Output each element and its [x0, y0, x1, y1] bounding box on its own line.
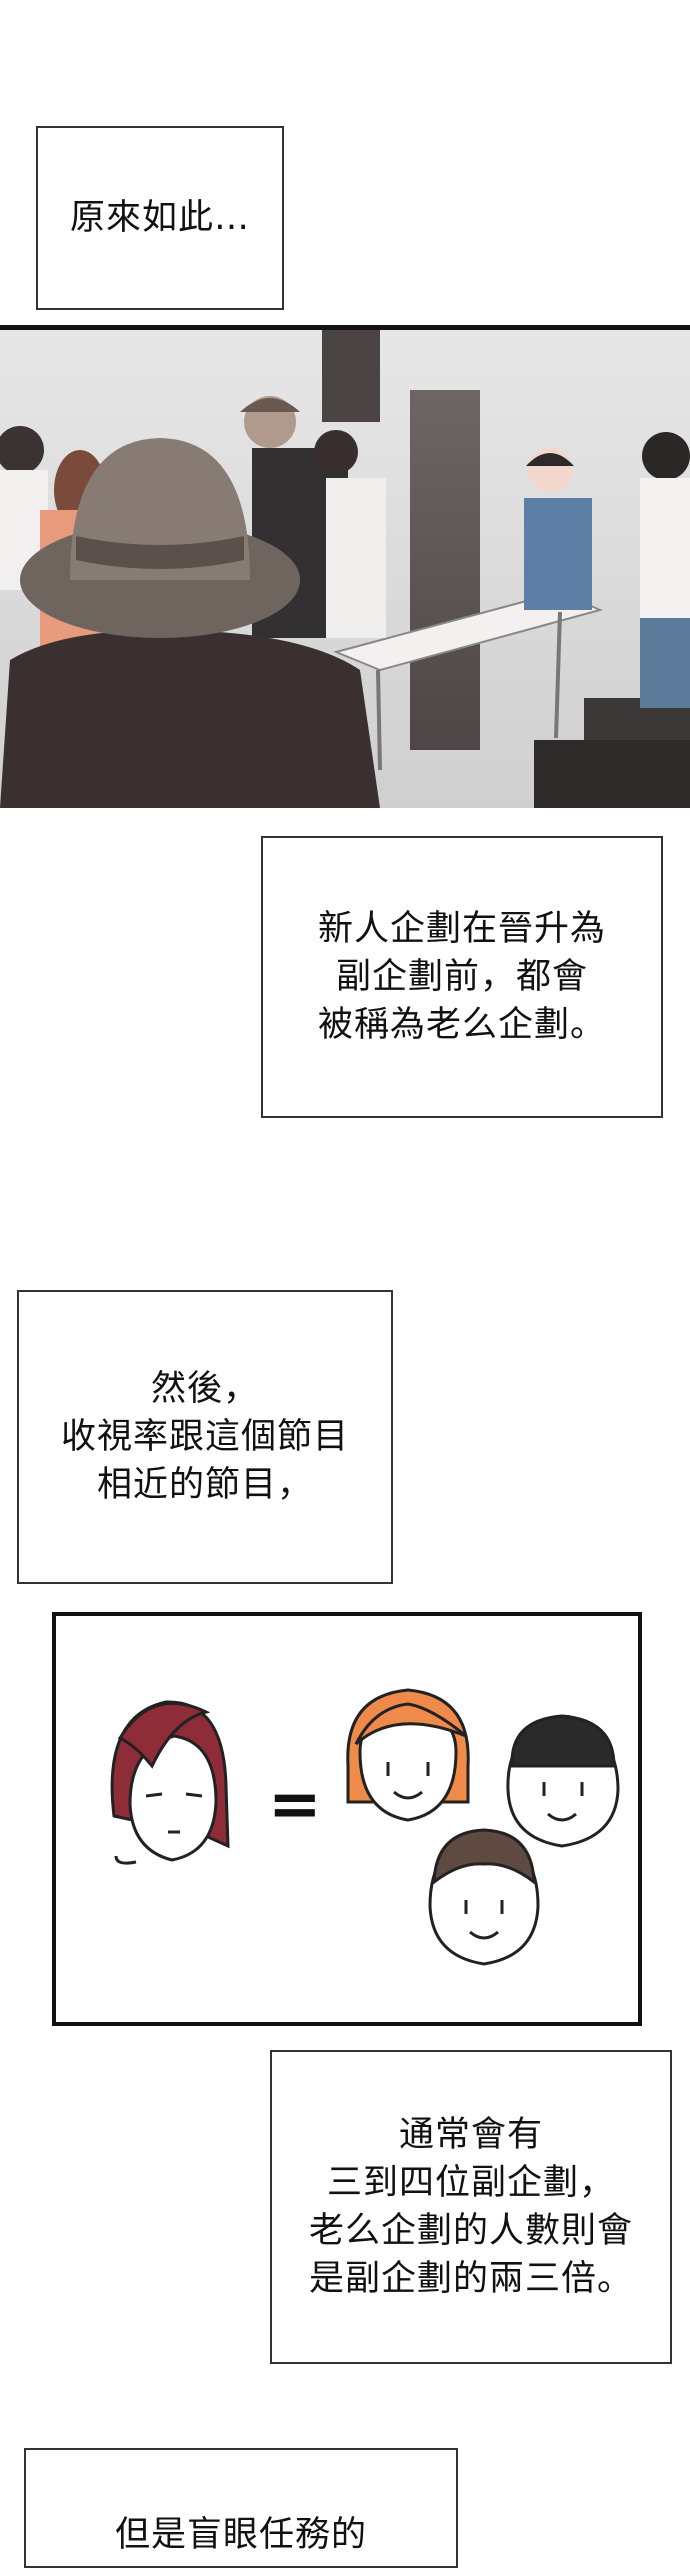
caption-line: 新人企劃在晉升為: [317, 909, 606, 949]
caption-line: 是副企劃的兩三倍。: [308, 2259, 633, 2299]
senior-planner-face-icon: [110, 1700, 230, 1865]
crowd-scene-illustration: [0, 330, 690, 808]
caption-box-2: 新人企劃在晉升為 副企劃前，都會 被稱為老么企劃。: [261, 836, 663, 1118]
caption-box-4: 通常會有 三到四位副企劃， 老么企劃的人數則會 是副企劃的兩三倍。: [270, 2050, 672, 2364]
caption-line: 原來如此…: [69, 198, 250, 238]
faces-equation-panel: =: [52, 1612, 642, 2026]
caption-line: 副企劃前，都會: [335, 957, 588, 997]
junior-planner-face-icon: [346, 1688, 470, 1822]
crowd-scene-panel: [0, 325, 690, 808]
junior-planner-face-icon: [506, 1714, 620, 1848]
caption-line: 老么企劃的人數則會: [308, 2211, 633, 2251]
table: [332, 590, 603, 672]
caption-line: 但是盲眼任務的: [114, 2515, 367, 2555]
man-in-hat: [0, 438, 380, 808]
caption-box-5: 但是盲眼任務的: [24, 2448, 458, 2568]
caption-box-3: 然後， 收視率跟這個節目 相近的節目，: [17, 1290, 393, 1584]
junior-planner-face-icon: [428, 1828, 540, 1966]
caption-line: 相近的節目，: [96, 1465, 313, 1505]
door: [410, 390, 480, 750]
faces-illustration: =: [110, 1688, 620, 1966]
caption-line: 然後，: [150, 1369, 259, 1409]
caption-line: 三到四位副企劃，: [326, 2163, 615, 2203]
caption-line: 收視率跟這個節目: [60, 1417, 349, 1457]
caption-line: 被稱為老么企劃。: [317, 1005, 606, 1045]
equals-sign: =: [268, 1768, 322, 1842]
speaker-icon: [322, 330, 380, 422]
caption-line: 通常會有: [398, 2115, 543, 2155]
caption-box-1: 原來如此…: [36, 126, 284, 310]
